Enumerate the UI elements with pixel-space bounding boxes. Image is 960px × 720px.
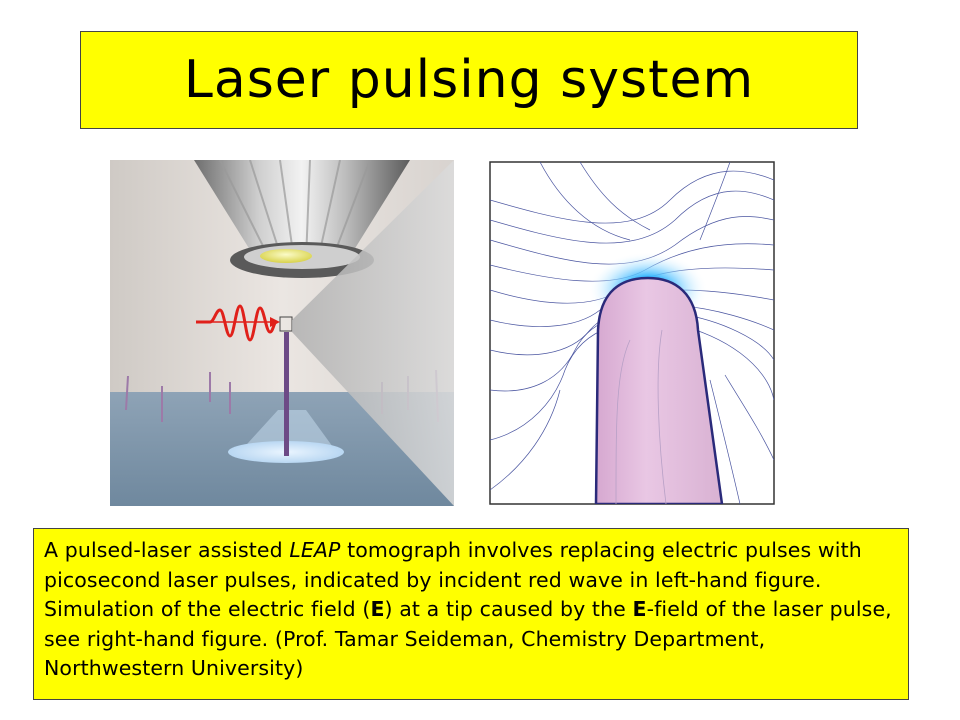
laser-pulsing-figure <box>110 160 775 506</box>
field-simulation <box>489 161 775 505</box>
lens-icon <box>260 249 312 263</box>
caption-leap-term: LEAP <box>289 538 341 562</box>
caption-box: A pulsed-laser assisted LEAP tomograph i… <box>33 528 909 700</box>
caption-part-3: ) at a tip caused by the <box>384 597 633 621</box>
title-banner: Laser pulsing system <box>80 31 858 129</box>
page-title: Laser pulsing system <box>183 50 755 110</box>
laser-wave <box>196 304 277 342</box>
caption-part-2: tomograph involves replacing electric pu… <box>44 538 862 621</box>
apparatus-illustration <box>110 160 454 506</box>
caption-e-symbol-2: E <box>632 597 647 621</box>
caption-part-4: -field of the laser pulse, see right-han… <box>44 597 892 680</box>
caption-e-symbol-1: E <box>370 597 385 621</box>
caption-part-1: A pulsed-laser assisted <box>44 538 290 562</box>
emitter-tip <box>594 276 724 504</box>
caption-text: A pulsed-laser assisted LEAP tomograph i… <box>44 536 898 684</box>
